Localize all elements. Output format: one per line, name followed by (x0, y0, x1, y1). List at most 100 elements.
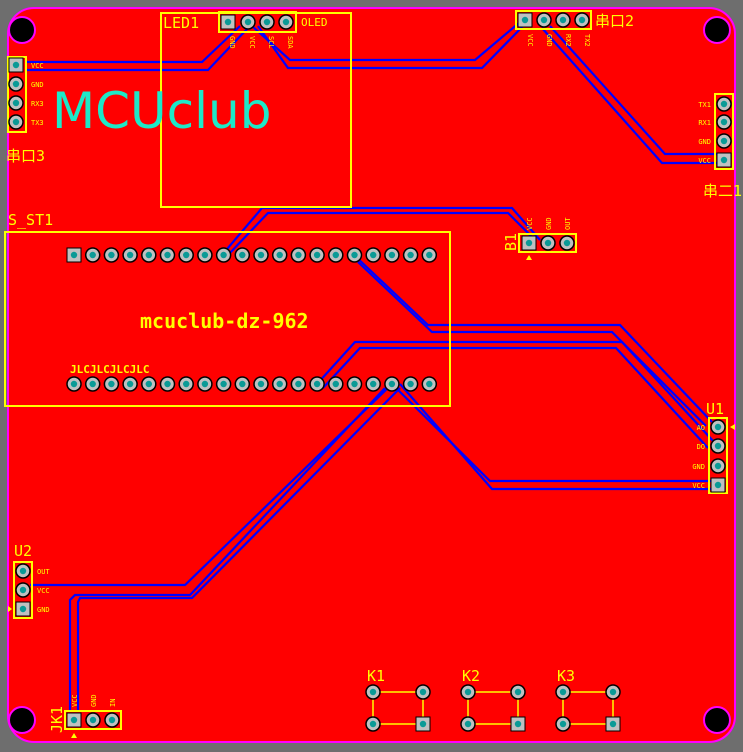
component-uart2[interactable]: 串口2 VCC GND RX2 TX2 (515, 10, 634, 47)
square-pad (15, 601, 31, 617)
round-pad (15, 582, 31, 598)
square-pad (220, 14, 236, 30)
round-pad (365, 716, 381, 732)
round-pad (253, 376, 269, 392)
k1-outline (372, 691, 424, 725)
round-pad (384, 247, 400, 263)
trace (549, 25, 718, 156)
pin-label: GND (545, 217, 553, 230)
round-pad (122, 376, 138, 392)
mounting-hole (8, 706, 36, 734)
round-pad (103, 376, 120, 392)
component-b1[interactable]: B1 VCC GND OUT (502, 217, 577, 260)
u2-outline (13, 561, 33, 619)
led1-header (218, 11, 297, 33)
pin-label: VCC (248, 36, 256, 49)
pin1-marker (8, 606, 12, 612)
trace (399, 383, 718, 491)
trace (353, 254, 713, 423)
trace (227, 211, 536, 256)
round-pad (716, 114, 732, 130)
pin-label: VCC (698, 157, 711, 165)
trace (76, 387, 401, 712)
round-pad (605, 684, 621, 700)
uart2-outline (515, 10, 592, 30)
component-u2[interactable]: U2 OUT VCC GND (8, 542, 50, 619)
pin-label: VCC (526, 34, 534, 47)
pin-label: TX2 (583, 34, 591, 47)
round-pad (215, 376, 232, 392)
round-pad (555, 716, 571, 732)
pin-label: RX1 (698, 119, 711, 127)
mounting-hole (8, 16, 36, 44)
round-pad (8, 114, 24, 130)
b1-outline (518, 233, 577, 253)
round-pad (271, 247, 288, 263)
square-pad (605, 716, 621, 732)
component-u1[interactable]: U1 AO DO GND VCC (692, 400, 735, 494)
round-pad (716, 133, 732, 149)
pin-label: RX2 (564, 34, 572, 47)
led1-ref: LED1 (163, 14, 199, 32)
round-pad (716, 96, 732, 112)
round-pad (15, 563, 31, 579)
pin-label: VCC (526, 217, 534, 230)
round-pad (540, 235, 556, 251)
component-s-st1[interactable]: S_ST1 mcuclub-dz-962 JLCJLCJLCJLC (4, 211, 451, 407)
pin-label: IN (109, 699, 117, 707)
pin-label: GND (90, 694, 98, 707)
pin-label: RX3 (31, 100, 44, 108)
round-pad (365, 376, 381, 392)
uart3-outline (7, 56, 27, 133)
board-outline (7, 7, 736, 743)
round-pad (536, 12, 552, 28)
round-pad (346, 376, 363, 392)
s-st1-ref: S_ST1 (8, 211, 53, 229)
component-jk1[interactable]: JK1 VCC GND IN (48, 694, 122, 738)
jlc-text: JLCJLCJLCJLC (70, 363, 149, 376)
round-pad (460, 716, 476, 732)
round-pad (259, 14, 275, 30)
round-pad (365, 247, 381, 263)
pin-label: SCL (267, 36, 275, 49)
component-k2[interactable]: K2 (462, 667, 519, 725)
component-led1[interactable]: LED1 OLED GND VCC SCL SDA (160, 11, 352, 208)
component-uart1[interactable]: 串二1 TX1 RX1 GND VCC (698, 93, 742, 200)
pin-label: TX1 (698, 101, 711, 109)
round-pad (141, 247, 157, 263)
trace (316, 340, 715, 443)
square-pad (510, 716, 526, 732)
round-pad (309, 376, 325, 392)
square-pad (66, 712, 82, 728)
pin-label: VCC (692, 482, 705, 490)
round-pad (365, 684, 381, 700)
pads (8, 12, 732, 732)
round-pad (178, 247, 194, 263)
component-k1[interactable]: K1 (367, 667, 424, 725)
k2-outline (467, 691, 519, 725)
round-pad (159, 247, 176, 263)
square-pad (8, 57, 24, 73)
trace (357, 261, 707, 427)
pin-label: TX3 (31, 119, 44, 127)
round-pad (574, 12, 590, 28)
trace (257, 23, 526, 70)
pin-label: GND (545, 34, 553, 47)
round-pad (103, 247, 120, 263)
square-pad (521, 235, 537, 251)
round-pad (85, 712, 101, 728)
k3-ref: K3 (557, 667, 575, 685)
u1-outline (708, 417, 728, 494)
mounting-holes (8, 16, 731, 734)
pin-label: GND (698, 138, 711, 146)
component-uart3[interactable]: 串口3 VCC GND RX3 TX3 (6, 56, 45, 165)
round-pad (460, 684, 476, 700)
mounting-hole (703, 16, 731, 44)
component-k3[interactable]: K3 (557, 667, 614, 725)
u1-ref: U1 (706, 400, 724, 418)
uart3-ref: 串口3 (6, 147, 45, 165)
round-pad (710, 438, 726, 454)
pin-label: OUT (37, 568, 50, 576)
pin-label: VCC (31, 62, 44, 70)
